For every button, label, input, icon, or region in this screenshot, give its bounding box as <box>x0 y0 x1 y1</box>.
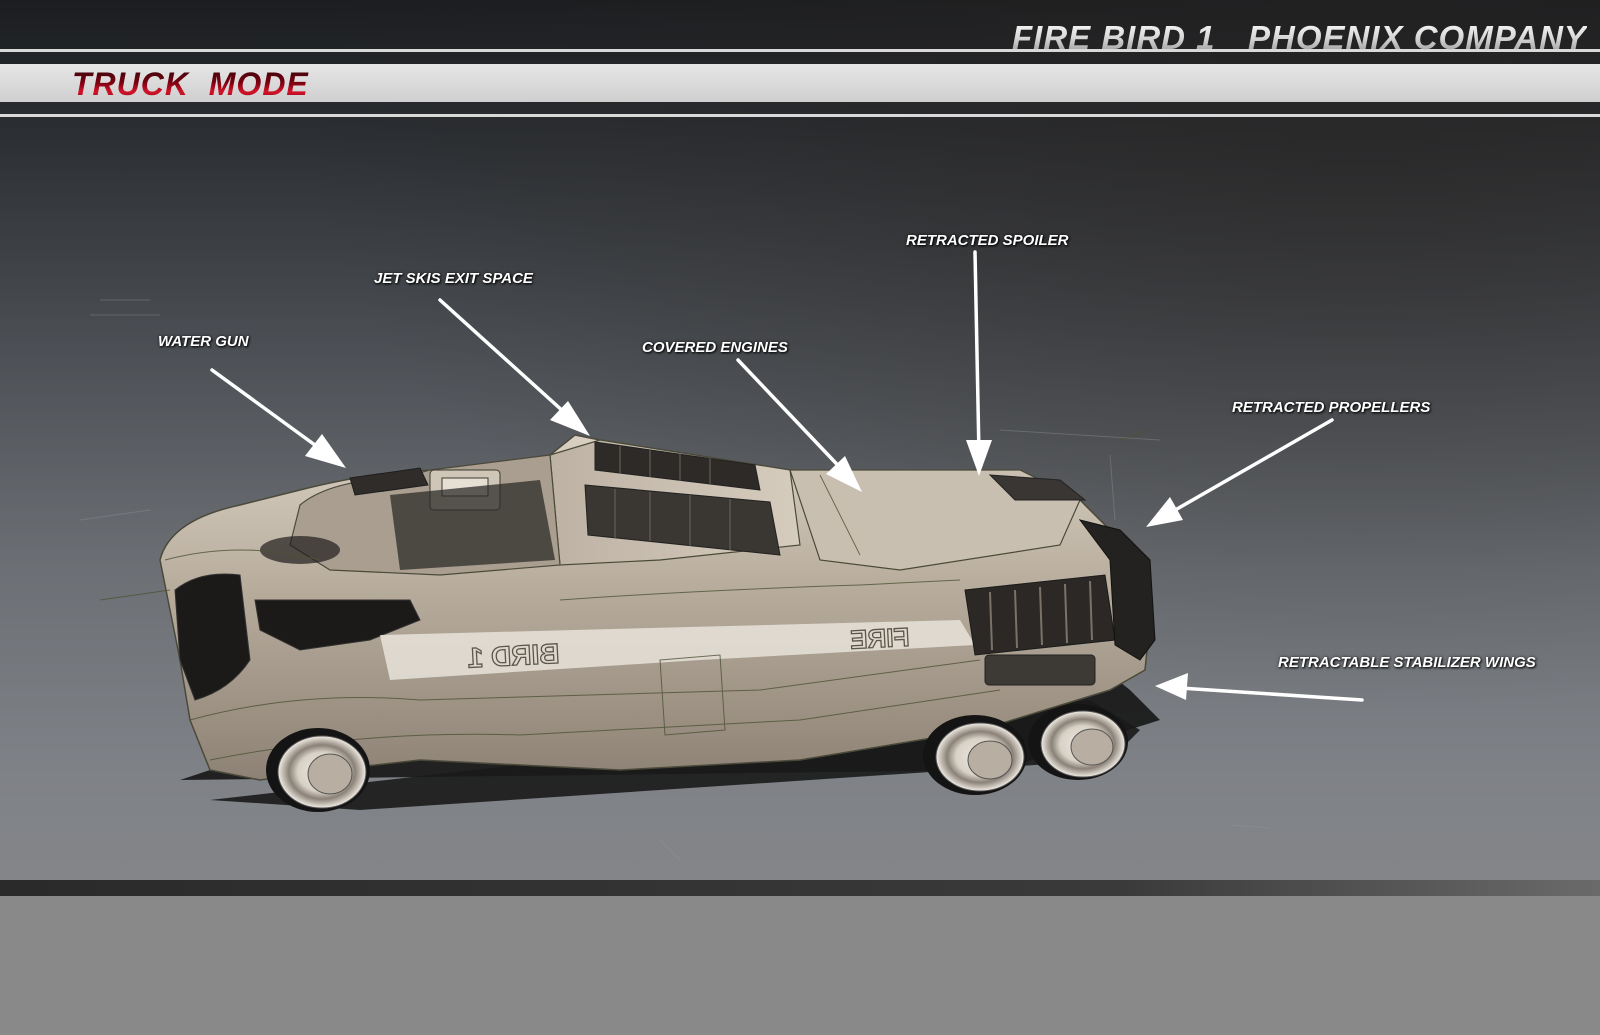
floor <box>0 896 1600 1035</box>
callout-arrows <box>210 250 1364 702</box>
floor-band <box>0 880 1600 896</box>
svg-text:FIRE: FIRE <box>849 622 910 655</box>
callout-covered-engines: COVERED ENGINES <box>642 339 788 356</box>
callout-retracted-propellers: RETRACTED PROPELLERS <box>1232 399 1431 416</box>
callout-retracted-spoiler: RETRACTED SPOILER <box>906 232 1069 249</box>
callout-water-gun: WATER GUN <box>158 333 249 350</box>
header-top-rule <box>0 49 1600 52</box>
svg-text:BIRD 1: BIRD 1 <box>467 638 560 674</box>
wheels <box>266 704 1128 812</box>
model-name: FIRE BIRD 1 <box>1012 19 1216 56</box>
company-name: PHOENIX COMPANY <box>1248 19 1587 56</box>
header-bottom-rule <box>0 114 1600 117</box>
header-bar <box>0 64 1600 102</box>
callout-retractable-stabilizer-wings: RETRACTABLE STABILIZER WINGS <box>1278 654 1536 671</box>
callout-jet-skis-exit-space: JET SKIS EXIT SPACE <box>374 270 533 287</box>
mode-title: TRUCK MODE <box>72 66 309 102</box>
